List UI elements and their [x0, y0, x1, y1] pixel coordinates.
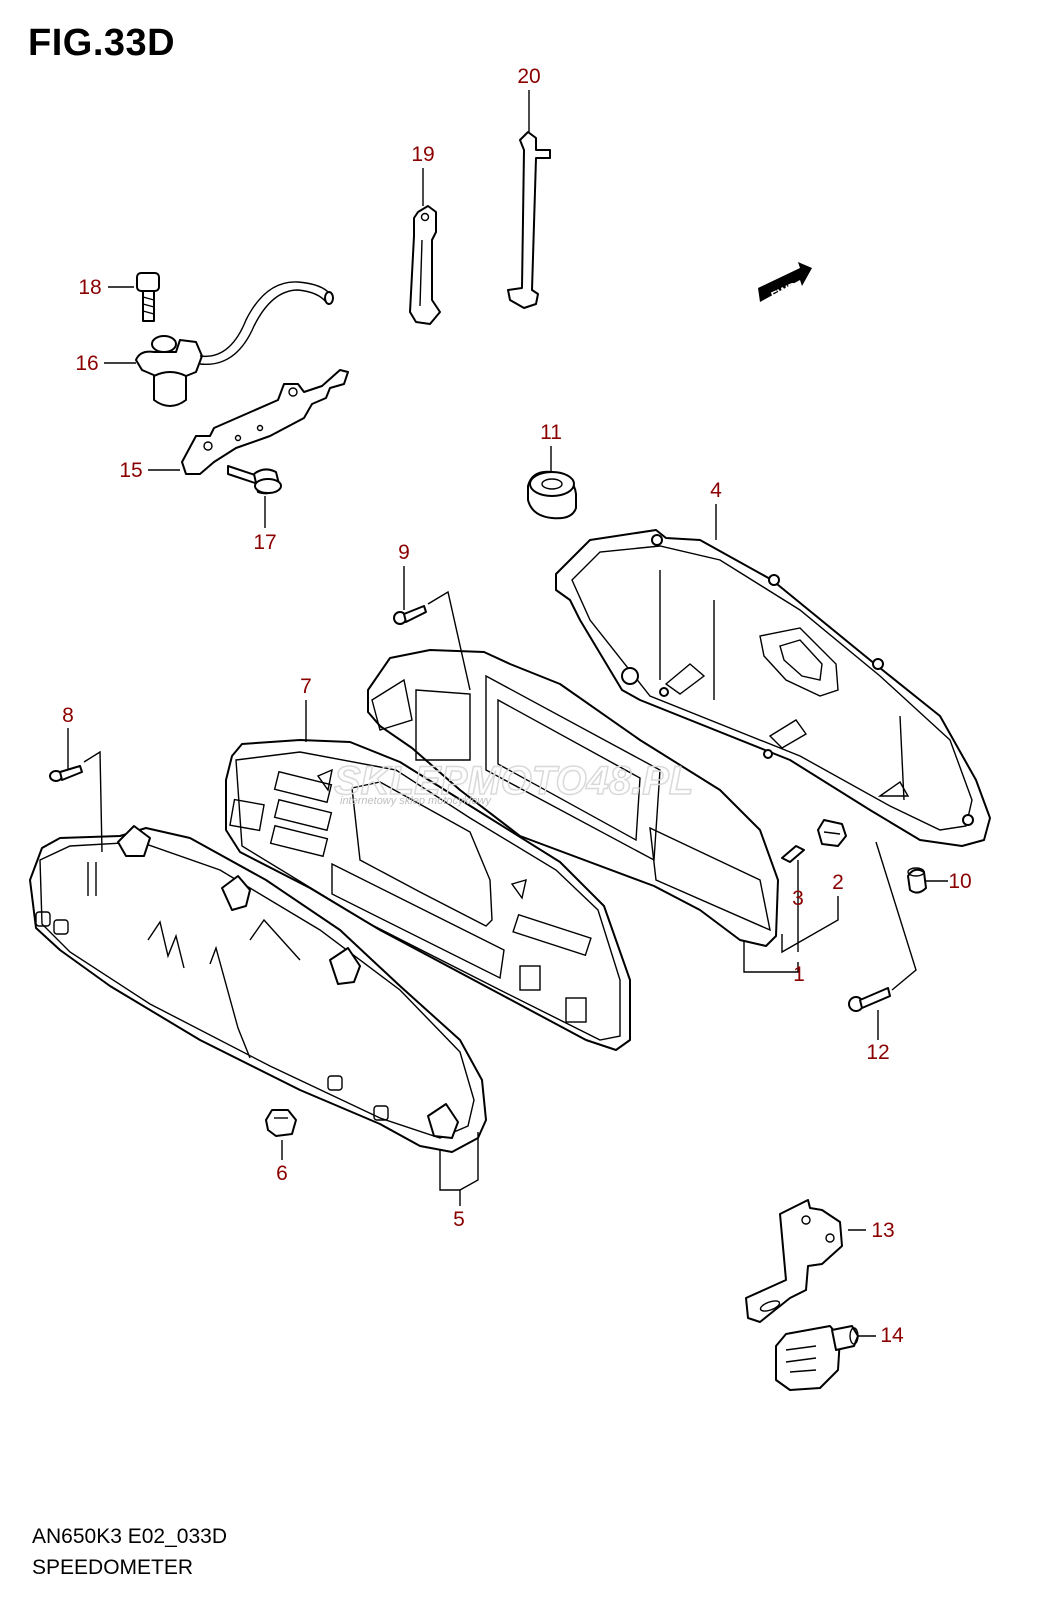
part-19-bracket: [409, 205, 441, 325]
part-20-rod: [507, 131, 551, 309]
watermark-brand: SKLEPMOTO48.PL: [334, 759, 693, 803]
callout-3: 3: [792, 887, 804, 910]
part-7-meter-panel: [225, 739, 631, 1051]
callout-15: 15: [119, 459, 142, 482]
callout-12: 12: [866, 1041, 889, 1064]
part-14-sensor: [775, 1325, 859, 1391]
callout-11: 11: [540, 421, 562, 444]
callout-labels: 1 2 3 4 5 6 7 8 9 10 11 12 13 14 15 16 1…: [62, 65, 972, 1347]
figure-name: SPEEDOMETER: [32, 1556, 194, 1579]
part-11-grommet: [527, 470, 577, 520]
part-5-front-cover: [29, 825, 487, 1153]
watermark-tagline: internetowy sklep motocyklowy: [340, 795, 493, 807]
part-9-screw: [393, 605, 427, 625]
callout-16: 16: [75, 352, 98, 375]
callout-2: 2: [832, 871, 844, 894]
part-2-bulb-socket: [817, 819, 847, 847]
callout-13: 13: [871, 1219, 894, 1242]
part-12-screw: [848, 987, 891, 1012]
callout-10: 10: [948, 870, 971, 893]
part-4-lower-case: [555, 529, 991, 847]
leader-lines: [67, 90, 948, 1337]
callout-20: 20: [517, 65, 540, 88]
part-8-screw: [49, 765, 83, 782]
callout-1: 1: [793, 963, 805, 986]
figure-title: FIG.33D: [28, 22, 176, 64]
part-6-clip: [265, 1109, 297, 1137]
fwd-arrow-icon: FWD: [758, 262, 812, 303]
part-10-cap: [907, 867, 927, 894]
figure-code: AN650K3 E02_033D: [32, 1525, 227, 1548]
part-13-bracket: [745, 1199, 843, 1323]
part-17-bolt: [227, 465, 282, 495]
part-1-meter-assembly: [367, 649, 779, 947]
part-15-sensor-bracket: [181, 369, 349, 475]
watermark: SKLEPMOTO48.PL internetowy sklep motocyk…: [333, 758, 694, 807]
callout-5: 5: [453, 1208, 465, 1231]
callout-14: 14: [880, 1324, 904, 1347]
part-18-bolt: [136, 272, 160, 322]
callout-18: 18: [78, 276, 101, 299]
callout-6: 6: [276, 1162, 288, 1185]
callout-4: 4: [710, 479, 722, 502]
callout-8: 8: [62, 704, 74, 727]
callout-9: 9: [398, 541, 410, 564]
callout-19: 19: [411, 143, 434, 166]
part-3-bulb: [781, 845, 805, 863]
callout-17: 17: [253, 531, 276, 554]
part-16-speed-sensor: [135, 281, 334, 407]
callout-7: 7: [300, 675, 312, 698]
